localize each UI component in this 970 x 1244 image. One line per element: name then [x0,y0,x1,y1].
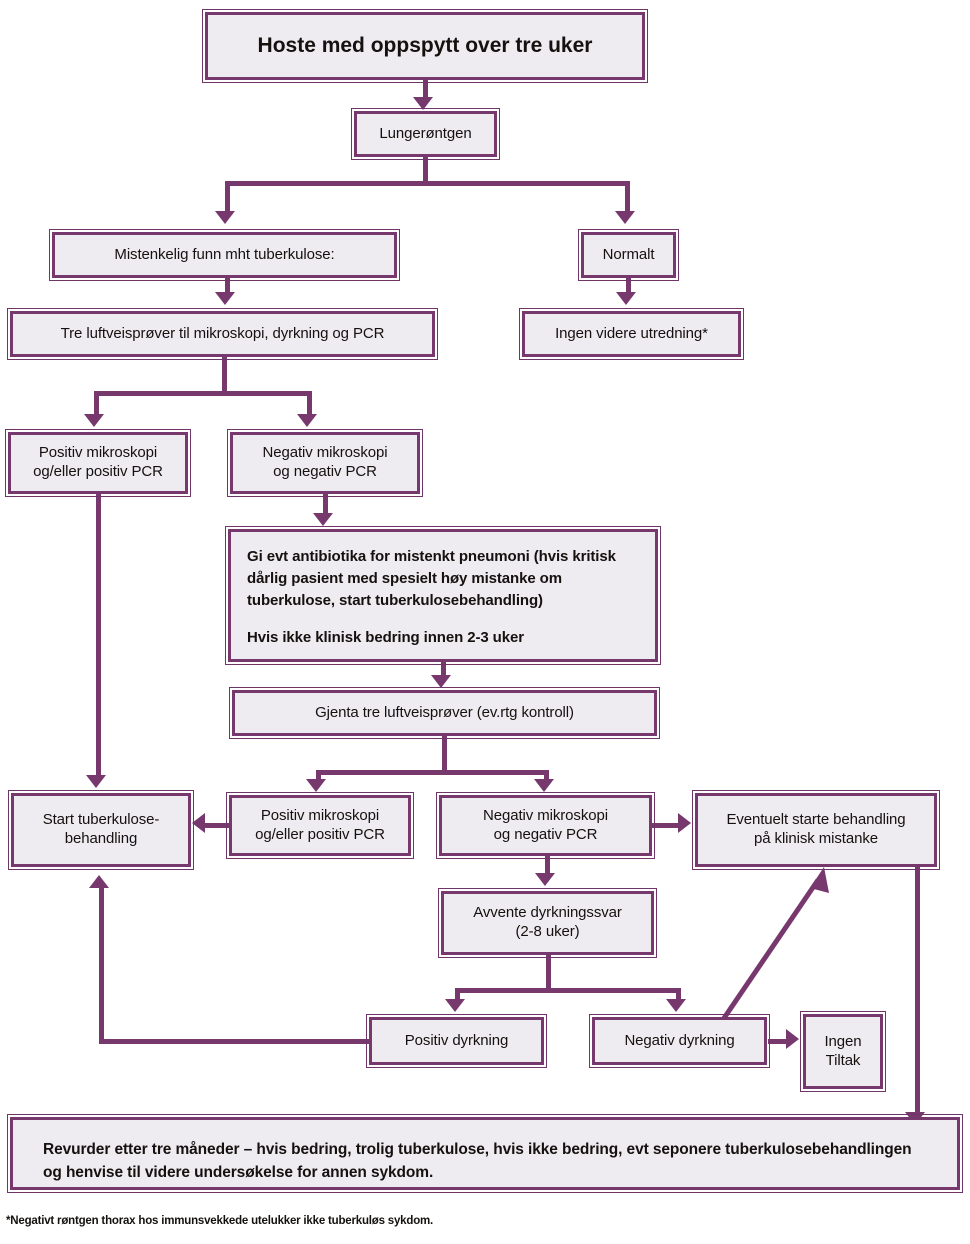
connector-samples-split-left [94,391,99,416]
connector-possible-to-reassess [915,867,920,1115]
arrowhead-tre-luftveisprover [215,292,235,305]
arrowhead-positiv-dyrkning [445,999,465,1012]
arrowhead-negativ-mikroskopi-1 [297,414,317,427]
node-positiv-mikroskopi-1-line1: Positiv mikroskopi [38,444,158,462]
node-negativ-mikroskopi-1-line1: Negativ mikroskopi [262,444,388,462]
connector-samples-split-right [307,391,312,416]
connector-mistenkelig-to-samples [225,278,230,296]
connector-samples-split-bar [94,391,312,396]
arrowhead-avvente [535,873,555,886]
node-avvente-dyrkningssvar-line2: (2-8 uker) [515,923,580,940]
node-positiv-mikroskopi-2: Positiv mikroskopi og/eller positiv PCR [226,792,414,859]
node-normalt-label: Normalt [602,245,655,263]
connector-gjenta-split-left [316,770,321,784]
node-ingen-tiltak: Ingen Tiltak [800,1011,886,1092]
node-ingen-tiltak-line2: Tiltak [825,1051,861,1069]
arrowhead-negativ-dyrkning [666,999,686,1012]
node-ingen-tiltak-line1: Ingen [824,1032,862,1050]
connector-xray-down [423,157,428,183]
node-gjenta-luftveisprover: Gjenta tre luftveisprøver (ev.rtg kontro… [229,687,660,739]
arrowhead-positiv-mikroskopi-1 [84,414,104,427]
node-ingen-videre-utredning-label: Ingen videre utredning* [555,324,708,342]
arrowhead-ingen-videre [616,292,636,305]
node-revurder-line1: Revurder etter tre måneder – hvis bedrin… [43,1141,912,1158]
node-gjenta-luftveisprover-label: Gjenta tre luftveisprøver (ev.rtg kontro… [315,703,574,721]
node-start-tuberkulosebehandling-line1: Start tuberkulose- [42,811,160,829]
node-avvente-dyrkningssvar-line1: Avvente dyrkningssvar [473,904,622,922]
node-negativ-dyrkning: Negativ dyrkning [589,1014,770,1068]
connector-posmicro1-to-treatment [96,494,101,778]
node-tre-luftveisprover: Tre luftveisprøver til mikroskopi, dyrkn… [7,308,438,360]
node-tre-luftveisprover-label: Tre luftveisprøver til mikroskopi, dyrkn… [60,324,385,342]
node-positiv-dyrkning-label: Positiv dyrkning [404,1031,509,1049]
connector-antibiotika-to-gjenta [441,662,446,680]
connector-posmicro2-to-treatment [205,823,233,828]
connector-start-to-xray [423,80,428,100]
node-start-label: Hoste med oppspytt over tre uker [257,33,593,57]
arrowhead-gjenta [431,675,451,688]
node-negativ-mikroskopi-1: Negativ mikroskopi og negativ PCR [227,429,423,497]
node-mistenkelig-funn-label: Mistenkelig funn mht tuberkulose: [114,245,335,263]
arrowhead-start-behandling-bottom [89,875,109,888]
node-negativ-dyrkning-label: Negativ dyrkning [624,1031,735,1049]
connector-gjenta-down [442,736,447,772]
connector-await-down [546,955,551,990]
connector-poscult-up [99,888,104,1041]
node-normalt: Normalt [578,229,679,281]
arrowhead-start-behandling-top [86,775,106,788]
node-positiv-mikroskopi-1: Positiv mikroskopi og/eller positiv PCR [5,429,191,497]
arrowhead-antibiotika [313,513,333,526]
connector-await-split-bar [455,988,681,993]
node-negativ-mikroskopi-2-line1: Negativ mikroskopi [483,806,608,824]
node-eventuelt-starte-behandling-line2: på klinisk mistanke [754,830,878,847]
connector-poscult-left [99,1039,371,1044]
connector-samples-down [222,357,227,393]
node-antibiotika-paragraph-2: Hvis ikke klinisk bedring innen 2-3 uker [247,629,524,647]
connector-negmicro2-to-possible [652,823,680,828]
arrowhead-mistenkelig [215,211,235,224]
arrowhead-start-behandling-right [192,813,205,833]
node-positiv-dyrkning: Positiv dyrkning [366,1014,547,1068]
connector-split-right [625,181,630,213]
connector-gjenta-split-bar [316,770,549,775]
connector-await-split-right [676,988,681,1002]
node-mistenkelig-funn: Mistenkelig funn mht tuberkulose: [49,229,400,281]
node-negativ-mikroskopi-2: Negativ mikroskopi og negativ PCR [436,792,655,859]
connector-normalt-to-no-further [626,278,631,296]
node-eventuelt-starte-behandling: Eventuelt starte behandling på klinisk m… [692,790,940,870]
node-revurder-line2: og henvise til videre undersøkelse for a… [43,1164,434,1182]
node-antibiotika-paragraph-1: Gi evt antibiotika for mistenkt pneumoni… [247,548,616,609]
arrowhead-positiv-mikroskopi-2 [306,779,326,792]
connector-negmicro2-to-await [545,856,550,876]
node-negativ-mikroskopi-1-line2: og negativ PCR [273,463,377,480]
connector-negcult-diagonal-to-possible [715,867,829,1029]
connector-negcult-to-noaction [768,1039,788,1044]
arrowhead-eventuelt-behandling-left [678,813,691,833]
node-negativ-mikroskopi-2-line2: og negativ PCR [493,825,598,843]
arrowhead-normalt [615,211,635,224]
arrowhead-ingen-tiltak [786,1029,799,1049]
node-eventuelt-starte-behandling-line1: Eventuelt starte behandling [726,811,906,829]
node-positiv-mikroskopi-2-line2: og/eller positiv PCR [255,825,385,843]
node-revurder: Revurder etter tre måneder – hvis bedrin… [7,1114,963,1193]
connector-await-split-left [455,988,460,1002]
node-ingen-videre-utredning: Ingen videre utredning* [519,308,744,360]
connector-gjenta-split-right [544,770,549,784]
arrowhead-xray [413,97,433,110]
node-avvente-dyrkningssvar: Avvente dyrkningssvar (2-8 uker) [438,888,657,958]
connector-split-left [225,181,230,213]
node-antibiotika: Gi evt antibiotika for mistenkt pneumoni… [225,526,661,665]
node-start-tuberkulosebehandling-line2: behandling [64,830,138,847]
node-lungerontgen-label: Lungerøntgen [379,124,472,142]
footnote-text: *Negativt røntgen thorax hos immunsvekke… [6,1215,434,1227]
arrowhead-negativ-mikroskopi-2 [534,779,554,792]
node-positiv-mikroskopi-1-line2: og/eller positiv PCR [33,463,163,480]
connector-negmicro1-to-antibiotika [323,494,328,516]
node-start-tuberkulosebehandling: Start tuberkulose- behandling [8,790,194,870]
node-start: Hoste med oppspytt over tre uker [202,9,648,83]
connector-xray-split-bar [225,181,630,186]
node-positiv-mikroskopi-2-line1: Positiv mikroskopi [260,806,380,824]
node-lungerontgen: Lungerøntgen [351,108,500,160]
